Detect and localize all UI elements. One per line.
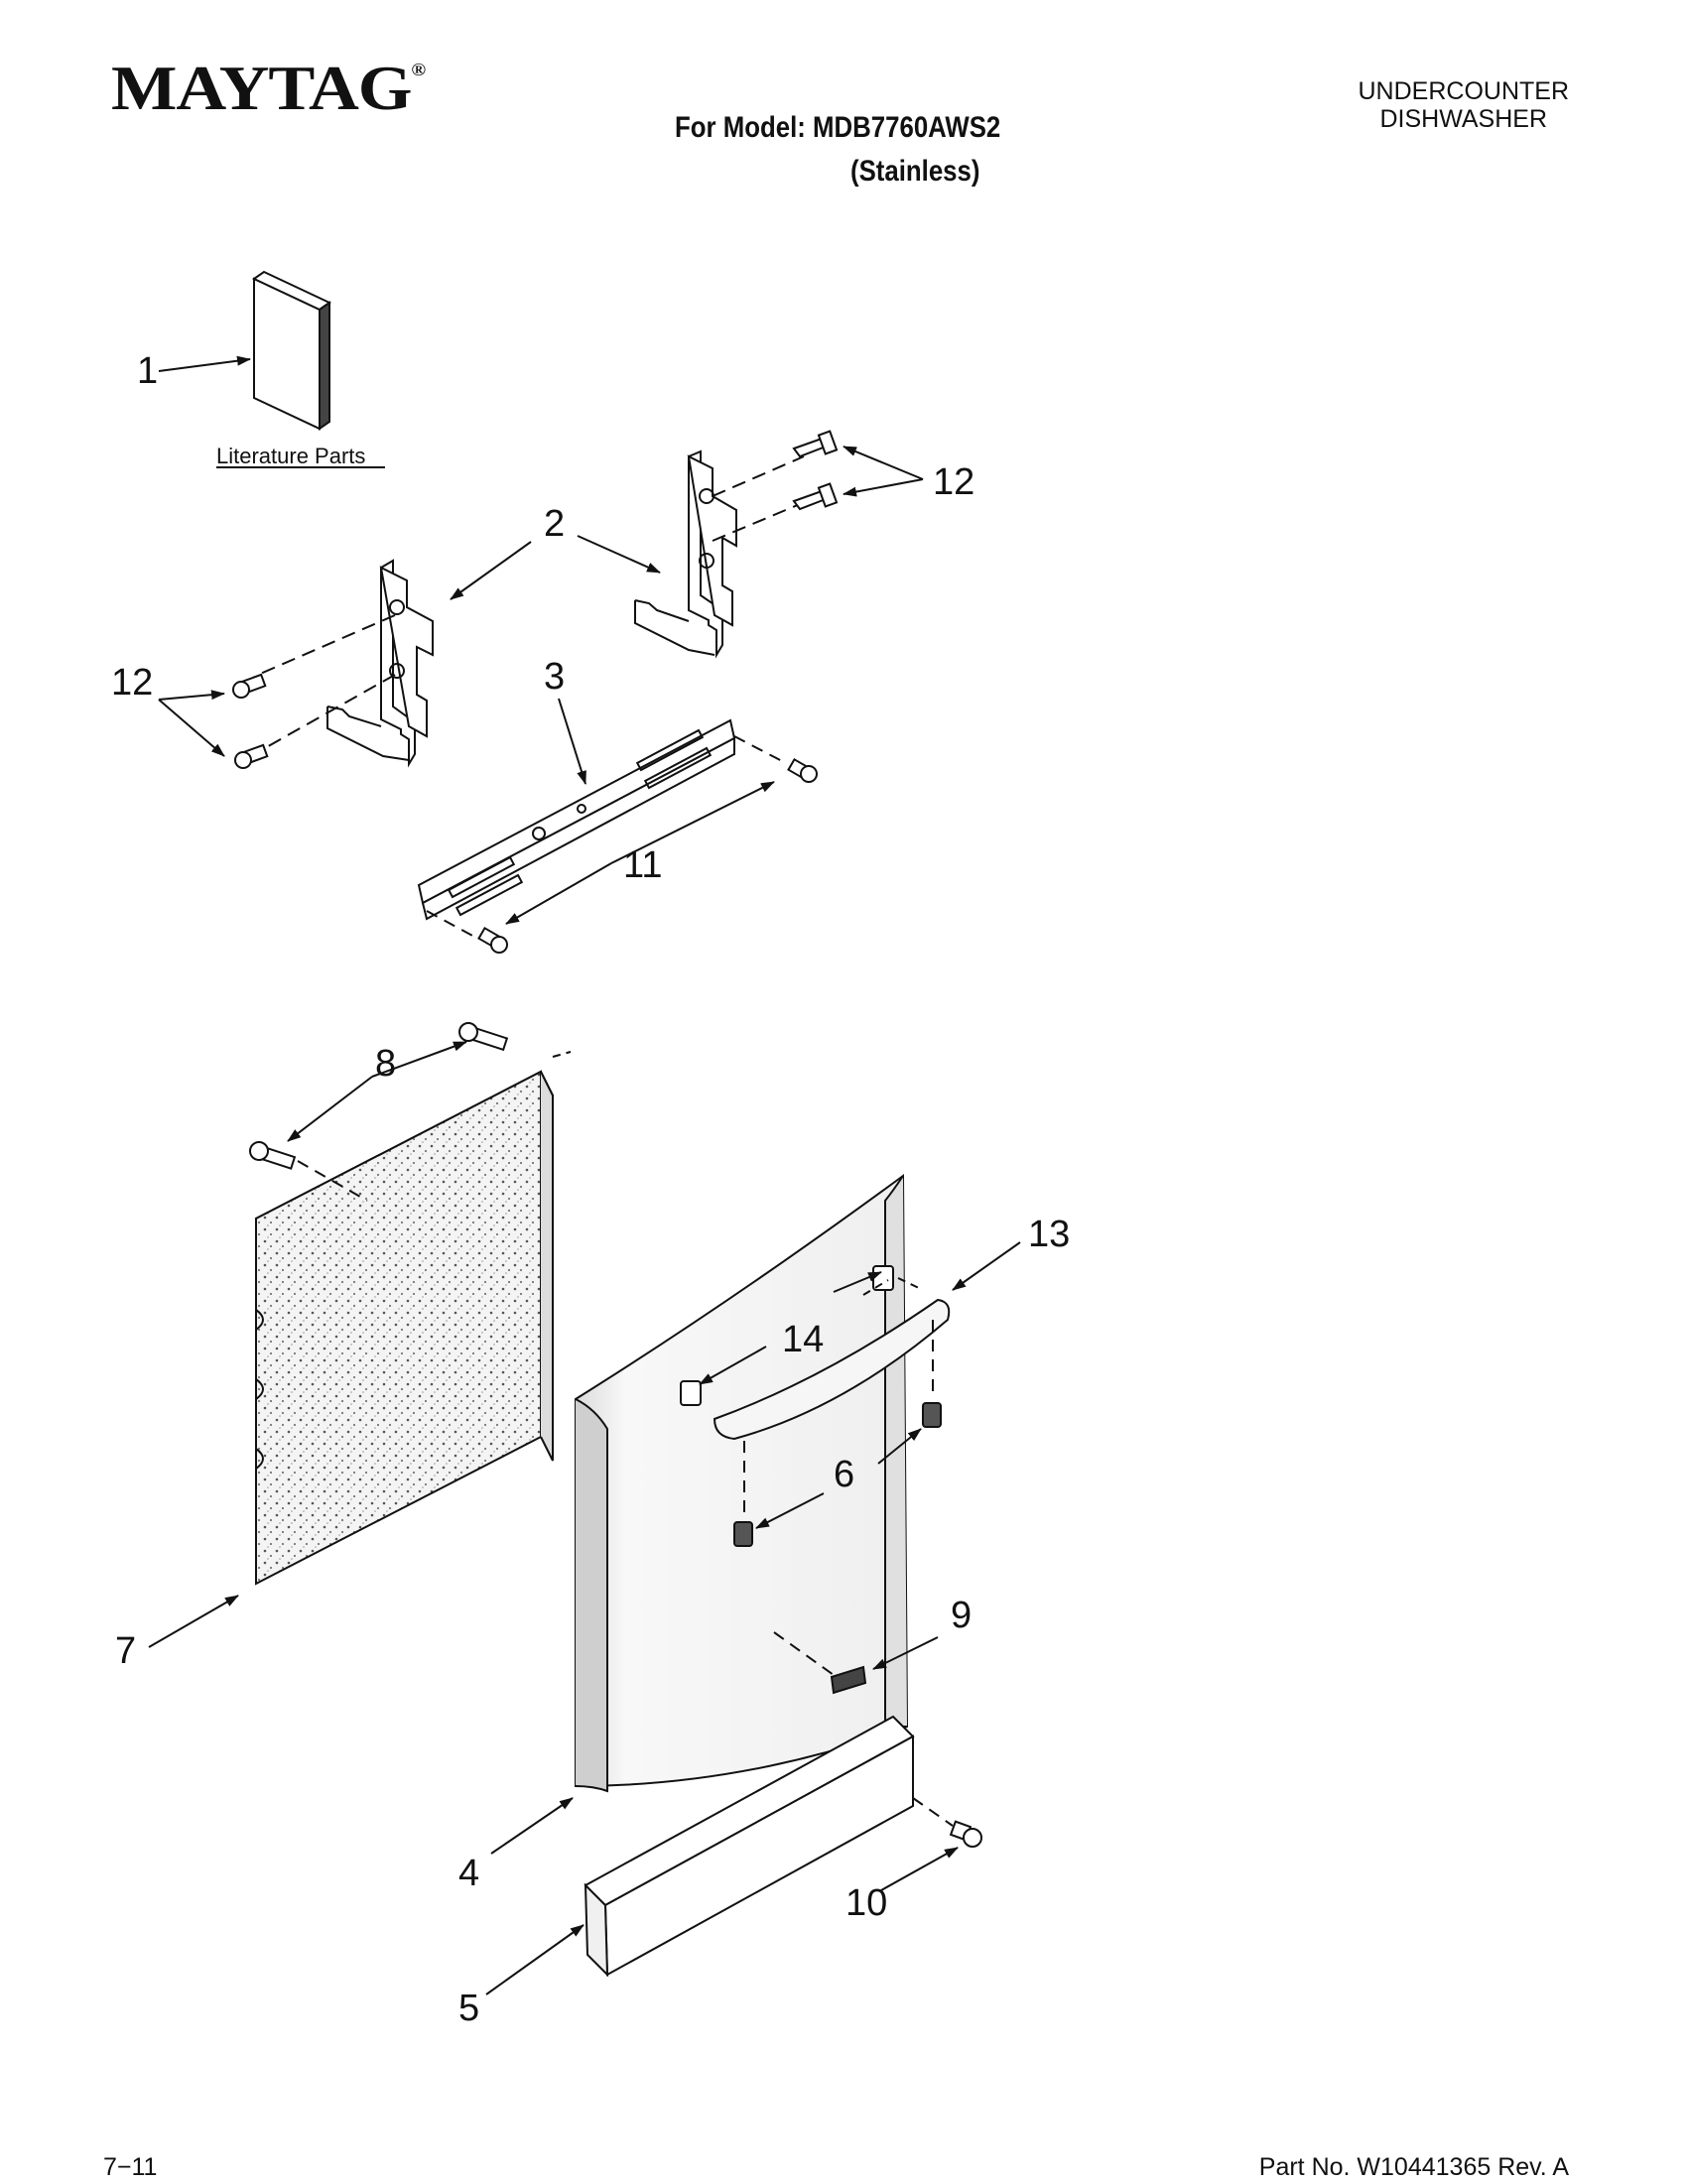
callout-14: 14 (782, 1319, 824, 1360)
callout-9: 9 (951, 1595, 972, 1636)
literature-booklet (158, 270, 331, 431)
model-title: For Model: MDB7760AWS2 (675, 111, 1001, 144)
callout-4: 4 (458, 1853, 479, 1894)
handle-studs (680, 1265, 924, 1406)
part-number: Part No. W10441365 Rev. A (1258, 2153, 1569, 2181)
callout-10: 10 (845, 1882, 887, 1924)
door-badge (773, 1631, 939, 1695)
rail-screws (477, 757, 818, 954)
callout-1: 1 (137, 350, 158, 392)
insulation-panel (148, 1051, 572, 1648)
outer-door-panel (490, 1174, 909, 1855)
brand-logo: MAYTAG® (111, 53, 426, 123)
toe-panel (485, 1715, 954, 1995)
callout-12-left: 12 (111, 662, 153, 704)
panel-screws (249, 1022, 509, 1170)
callout-8: 8 (375, 1043, 396, 1085)
door-handle (713, 1241, 1021, 1518)
screws-upper-right (792, 430, 924, 511)
toe-panel-screw (880, 1820, 982, 1891)
callout-11: 11 (623, 844, 662, 886)
mounting-rail (417, 698, 785, 939)
product-type-line1: UNDERCOUNTER (1358, 77, 1570, 105)
handle-spacers (733, 1402, 942, 1547)
screws-left (158, 673, 269, 769)
callout-13: 13 (1028, 1214, 1070, 1255)
callout-3: 3 (544, 656, 565, 698)
right-mounting-bracket (577, 450, 805, 659)
callout-7: 7 (115, 1630, 136, 1672)
finish-subtitle: (Stainless) (850, 155, 980, 188)
callout-6: 6 (834, 1454, 854, 1495)
literature-parts-label: Literature Parts (216, 444, 365, 468)
date-code: 7−11 (103, 2153, 158, 2181)
callout-12-right: 12 (933, 461, 974, 503)
callout-5: 5 (458, 1988, 479, 2029)
left-mounting-bracket (257, 541, 532, 768)
product-type: UNDERCOUNTER DISHWASHER (1359, 77, 1570, 133)
callout-2: 2 (544, 503, 565, 545)
product-type-line2: DISHWASHER (1379, 105, 1548, 133)
